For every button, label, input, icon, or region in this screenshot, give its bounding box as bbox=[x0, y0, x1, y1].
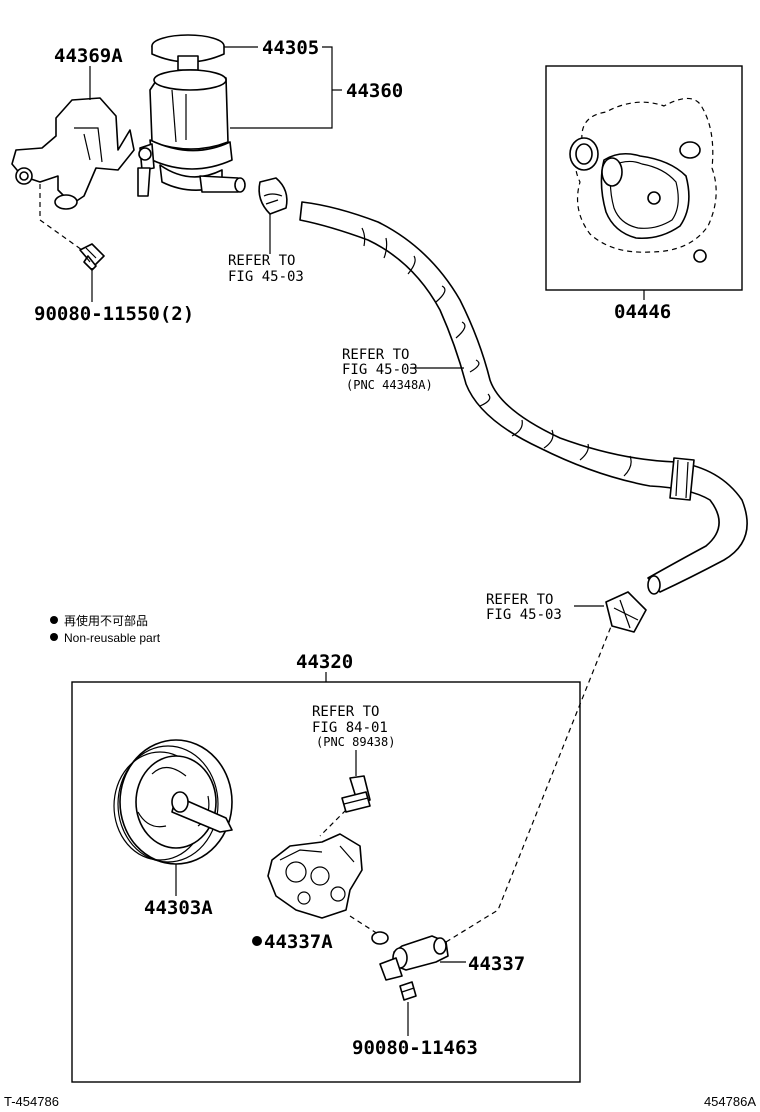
ref-hose-line3: (PNC 44348A) bbox=[346, 378, 433, 392]
footer-right-id: 454786A bbox=[704, 1094, 756, 1109]
union-fitting-drawing bbox=[379, 935, 449, 981]
legend-bullet-jp bbox=[50, 616, 58, 624]
ref-clamp-upper-line2: FIG 45-03 bbox=[228, 269, 304, 285]
label-bolt-upper: 90080-11550(2) bbox=[34, 303, 194, 325]
bolt-upper-drawing bbox=[79, 243, 105, 271]
ref-sensor-line3: (PNC 89438) bbox=[316, 735, 395, 749]
reservoir-tank-drawing bbox=[137, 69, 246, 197]
ref-clamp-upper-line1: REFER TO bbox=[228, 253, 295, 269]
clamp-upper-drawing bbox=[258, 177, 288, 215]
clamp-lower-drawing bbox=[605, 591, 647, 633]
legend-jp: 再使用不可部品 bbox=[64, 613, 148, 628]
label-cap: 44305 bbox=[262, 37, 319, 59]
pressure-sensor-drawing bbox=[341, 775, 371, 813]
ref-sensor-line2: FIG 84-01 bbox=[312, 720, 388, 736]
legend-bullet-en bbox=[50, 633, 58, 641]
non-reusable-marker-oring bbox=[252, 936, 262, 946]
pump-body-drawing bbox=[267, 833, 363, 919]
leader-lines bbox=[89, 46, 645, 1036]
legend-en: Non-reusable part bbox=[64, 631, 161, 645]
label-oring: 44337A bbox=[264, 931, 333, 953]
return-hose-drawing bbox=[299, 201, 748, 595]
label-reservoir: 44360 bbox=[346, 80, 403, 102]
label-union: 44337 bbox=[468, 953, 525, 975]
ref-hose-line2: FIG 45-03 bbox=[342, 362, 418, 378]
ref-sensor-line1: REFER TO bbox=[312, 704, 379, 720]
ref-clamp-lower-line1: REFER TO bbox=[486, 592, 553, 608]
bolt-lower-drawing bbox=[399, 981, 417, 1001]
pulley-drawing bbox=[113, 739, 233, 865]
oring-drawing bbox=[371, 931, 389, 945]
reservoir-cap-drawing bbox=[151, 34, 225, 71]
ref-clamp-lower-line2: FIG 45-03 bbox=[486, 607, 562, 623]
label-gasket-kit: 04446 bbox=[614, 301, 671, 323]
bracket-drawing bbox=[11, 97, 135, 210]
gasket-kit-drawing bbox=[545, 65, 743, 291]
label-bracket: 44369A bbox=[54, 45, 123, 67]
ref-hose-line1: REFER TO bbox=[342, 347, 409, 363]
label-bolt-lower: 90080-11463 bbox=[352, 1037, 478, 1059]
label-pump-assy: 44320 bbox=[296, 651, 353, 673]
label-pulley: 44303A bbox=[144, 897, 213, 919]
footer-left-id: T-454786 bbox=[4, 1094, 59, 1109]
dashed-assembly-lines bbox=[39, 184, 613, 943]
